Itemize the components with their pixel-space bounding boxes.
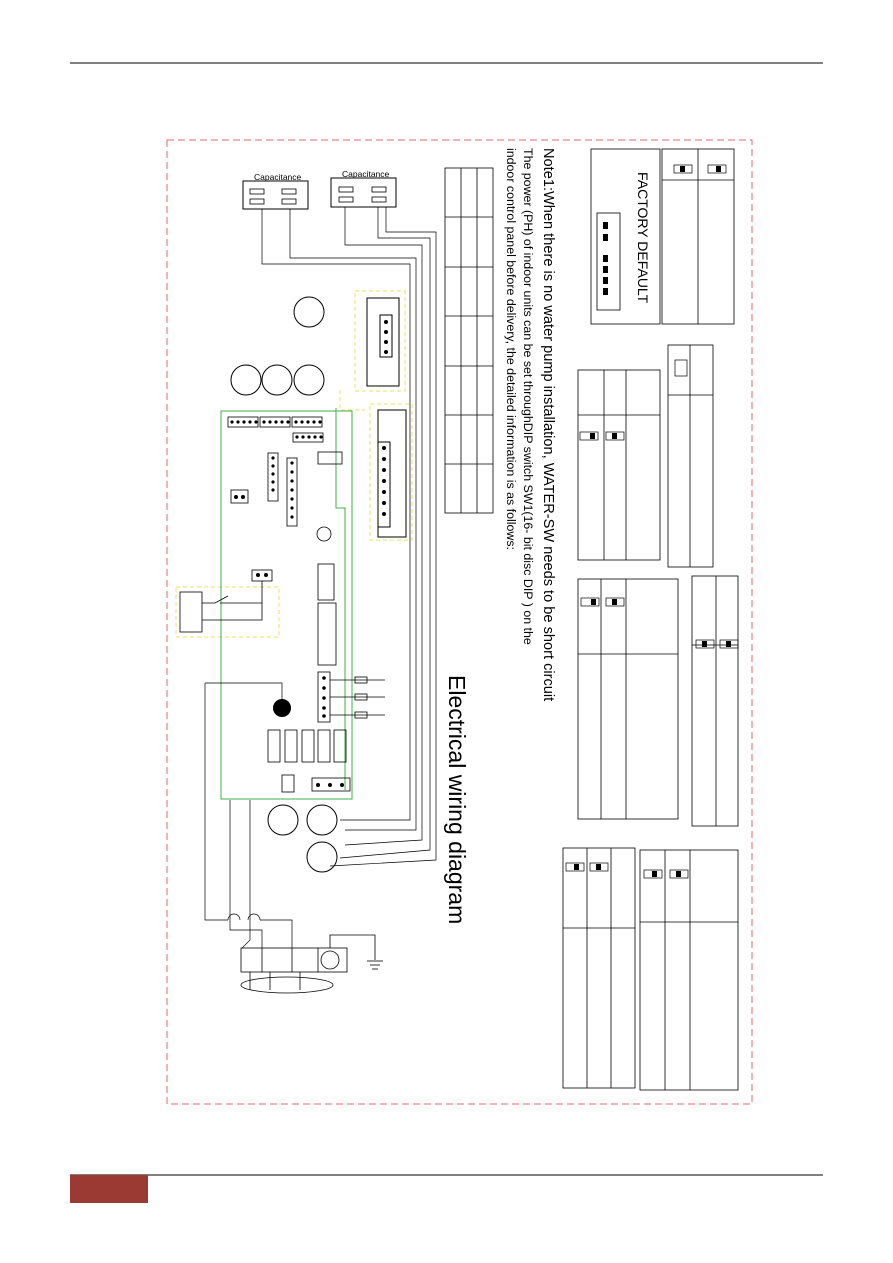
terminal-block-2 xyxy=(377,409,407,538)
water-switch xyxy=(179,581,263,633)
terminal-block-1 xyxy=(366,297,400,387)
capacitor-wires xyxy=(261,207,437,867)
connector-pins xyxy=(230,420,326,718)
note-line-2: The power (PH) of indoor units can be se… xyxy=(521,148,535,645)
capacitance-label-2: Capacitance xyxy=(342,169,390,179)
note-line-3: indoor control panel before delivery, th… xyxy=(504,148,518,550)
motor-circles xyxy=(230,296,338,873)
black-indicator xyxy=(273,699,291,717)
resistors xyxy=(330,676,385,719)
capacitance-label-1: Capacitance xyxy=(254,172,302,182)
board-trace xyxy=(335,408,346,790)
diagram-title: Electrical wiring diagram xyxy=(444,675,470,925)
power-terminal xyxy=(240,934,383,994)
diagram-border xyxy=(166,139,753,1105)
note-line-1: Note1:When there is no water pump instal… xyxy=(540,148,556,702)
factory-default-label: FACTORY DEFAULT xyxy=(635,172,651,304)
control-board xyxy=(220,410,353,800)
dip-switch-knobs xyxy=(574,166,731,877)
power-wires xyxy=(204,682,293,949)
dip-switch-icons xyxy=(565,164,739,879)
dashed-panels xyxy=(175,290,413,638)
power-setting-table xyxy=(444,167,494,514)
relays xyxy=(267,729,351,793)
board-connectors xyxy=(227,416,343,723)
relay-pins xyxy=(316,783,344,787)
footer-accent-bar xyxy=(70,1175,148,1203)
capacitance-box-2 xyxy=(330,177,397,208)
dip-tables xyxy=(562,148,739,1091)
capacitance-box-1 xyxy=(242,180,309,210)
